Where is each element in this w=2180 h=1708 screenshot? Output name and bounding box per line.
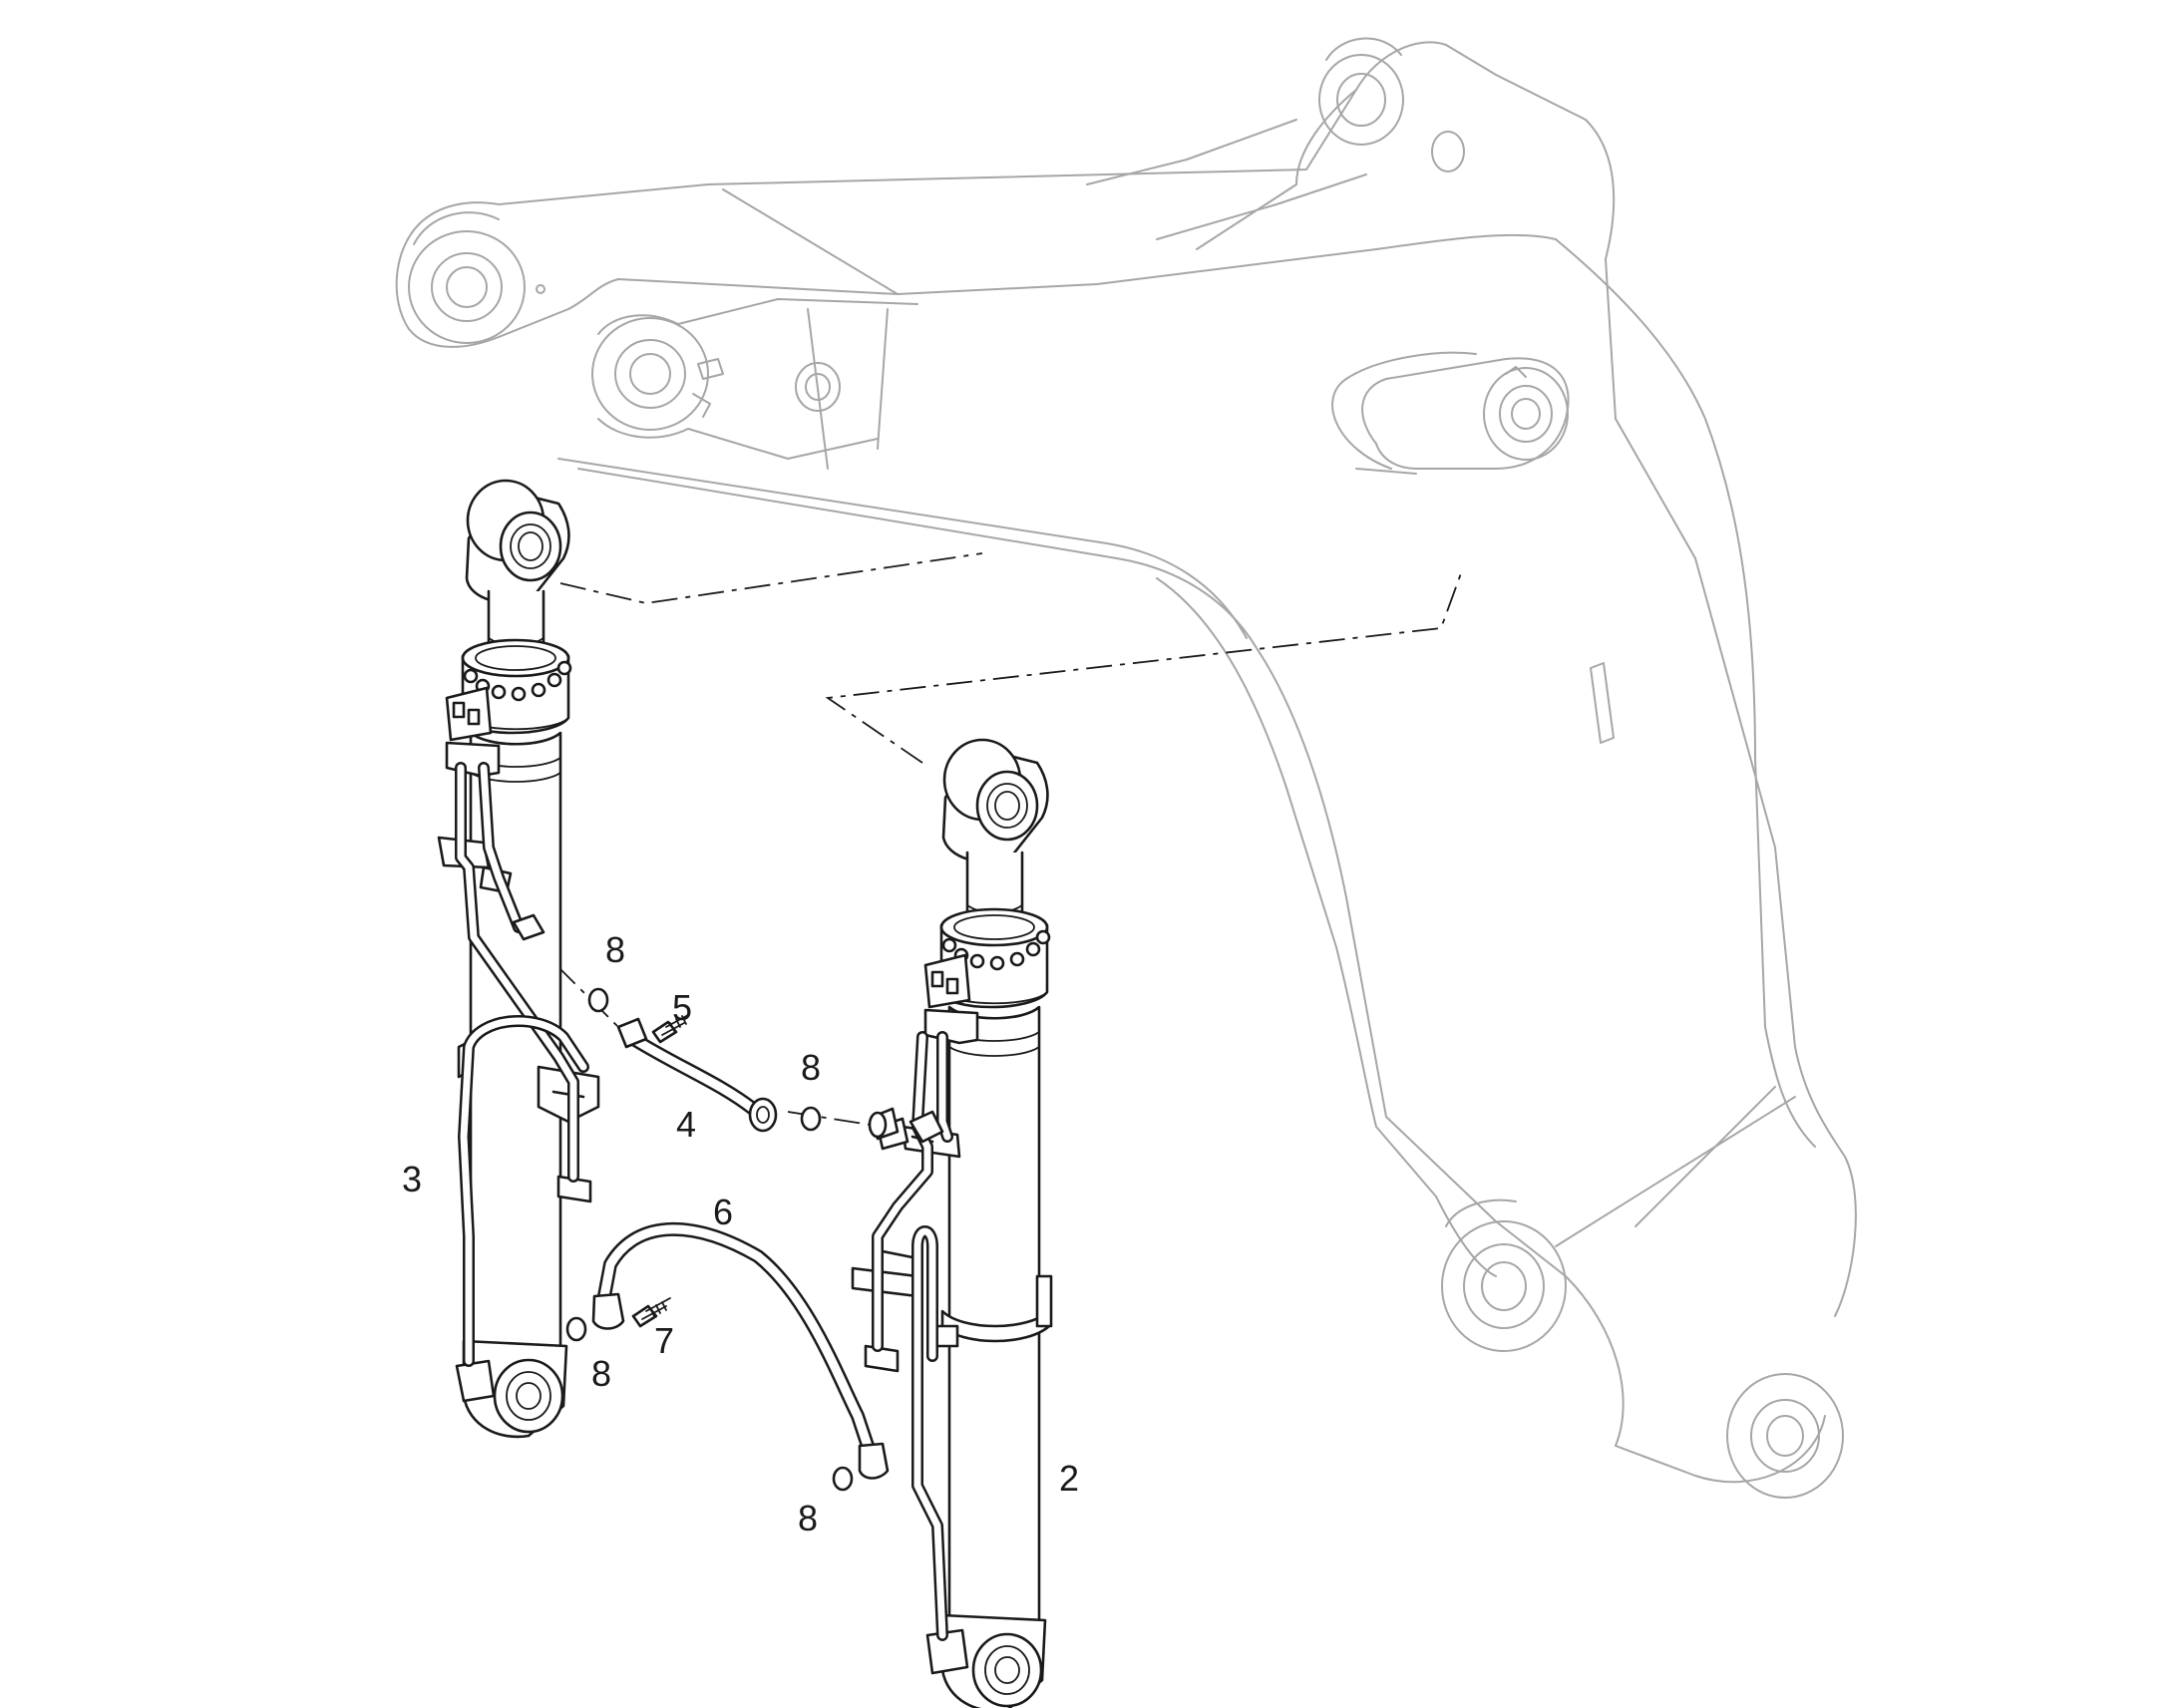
callout-8a: 8 bbox=[605, 929, 625, 970]
bolt-5 bbox=[651, 1014, 689, 1044]
callout-5: 5 bbox=[672, 987, 692, 1028]
elbow-fitting bbox=[868, 1107, 900, 1141]
callout-labels: 3 2 4 5 6 7 8 8 8 8 bbox=[402, 929, 1079, 1538]
boom-arm bbox=[395, 37, 1857, 1499]
callout-8c: 8 bbox=[591, 1353, 611, 1394]
callout-3: 3 bbox=[402, 1159, 422, 1199]
bolt-7 bbox=[631, 1297, 671, 1328]
hose-6 bbox=[591, 1221, 890, 1480]
hose-4 bbox=[616, 1017, 778, 1133]
callout-2: 2 bbox=[1059, 1458, 1079, 1499]
callout-6: 6 bbox=[713, 1192, 733, 1232]
hydraulic-cylinder-3 bbox=[437, 479, 600, 1439]
callout-7: 7 bbox=[654, 1320, 674, 1361]
callout-8b: 8 bbox=[801, 1047, 821, 1088]
leader-cyl2-to-boom bbox=[825, 572, 1462, 764]
callout-4: 4 bbox=[676, 1104, 696, 1145]
callout-8d: 8 bbox=[798, 1498, 818, 1538]
leader-cyl3-to-boom bbox=[559, 552, 983, 604]
seal-rings-8 bbox=[565, 987, 854, 1492]
hydraulic-cylinder-2 bbox=[851, 738, 1053, 1708]
